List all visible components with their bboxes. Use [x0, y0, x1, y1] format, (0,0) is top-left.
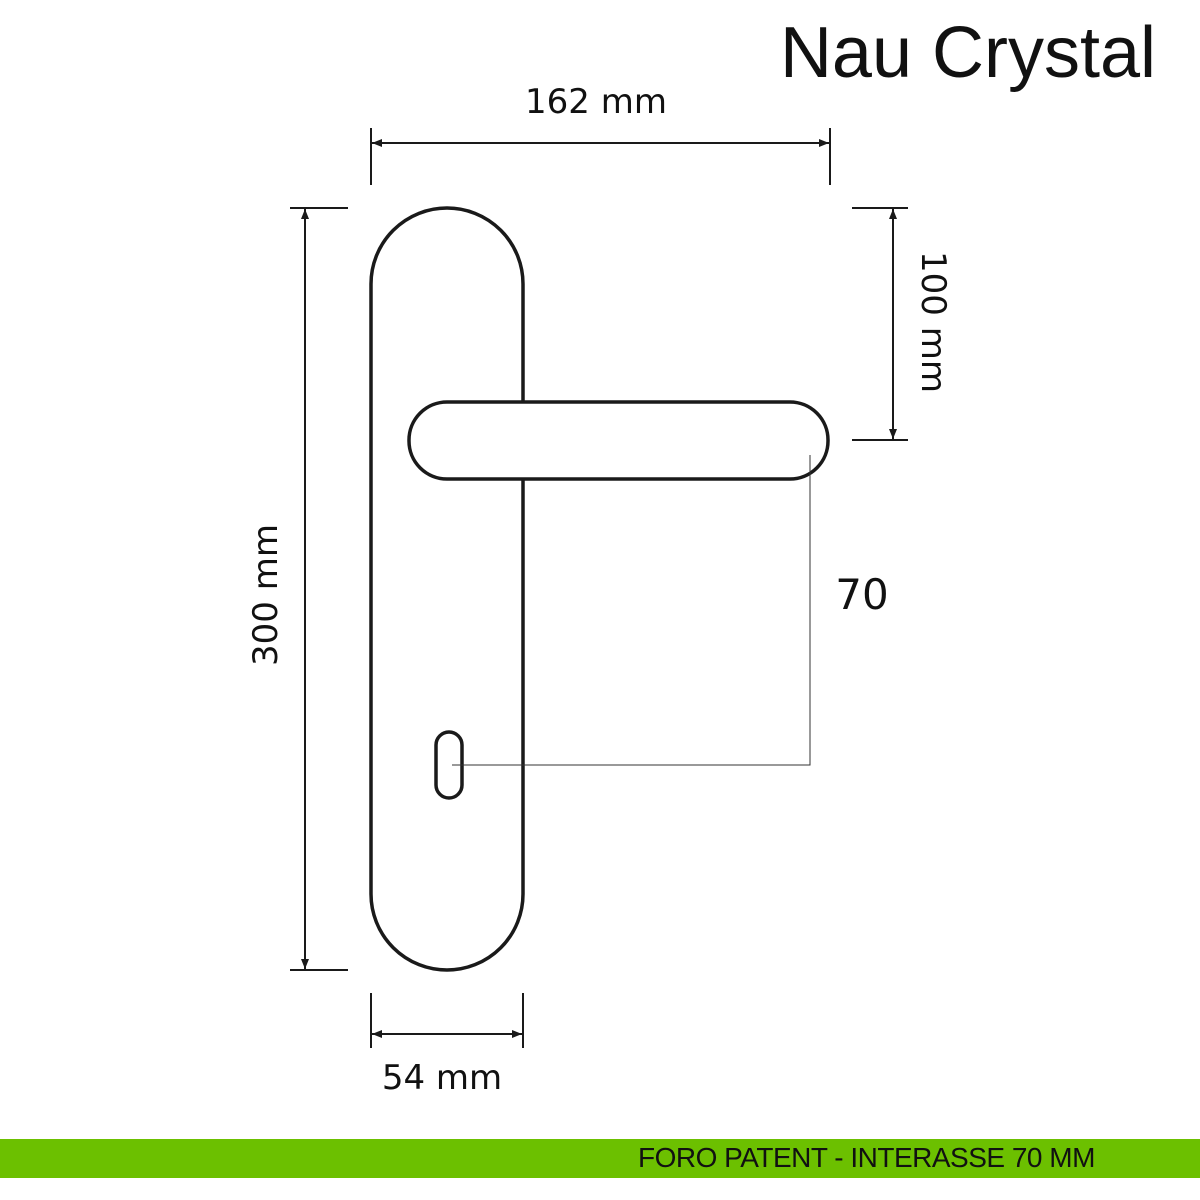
height-dimension [290, 207, 348, 971]
backplate [369, 206, 525, 972]
width-dimension [370, 128, 831, 185]
footer-text: FORO PATENT - INTERASSE 70 MM [638, 1142, 1095, 1173]
plate-width-label: 54 mm [382, 1058, 502, 1098]
interaxis-line [452, 455, 811, 766]
product-title: Nau Crystal [780, 13, 1156, 93]
interaxis-label: 70 [835, 570, 888, 619]
handle-height-label: 100 mm [913, 251, 953, 393]
lever-handle [407, 400, 830, 481]
handle-height-dimension [852, 207, 908, 441]
footer-bar: FORO PATENT - INTERASSE 70 MM [0, 1139, 1200, 1178]
width-label: 162 mm [525, 82, 667, 122]
height-label: 300 mm [246, 524, 286, 666]
plate-width-dimension [370, 993, 524, 1048]
